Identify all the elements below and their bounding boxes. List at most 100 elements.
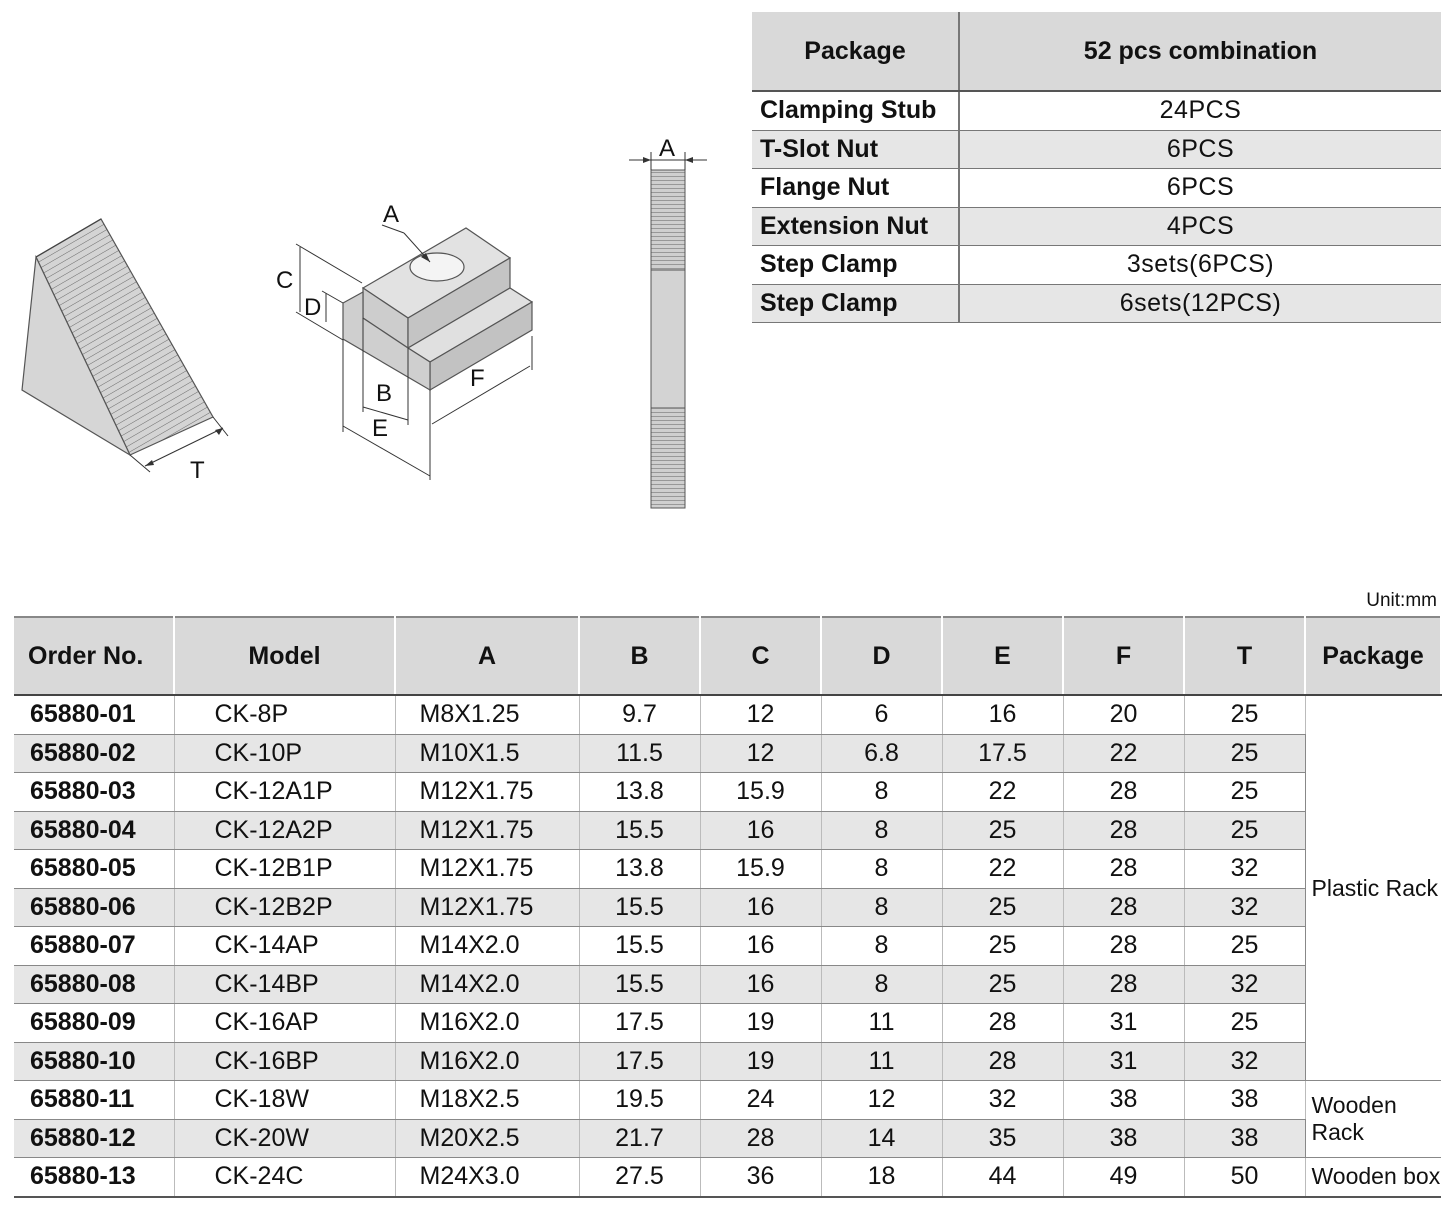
spec-cell-dim-b: 27.5: [579, 1157, 701, 1198]
package-row: T-Slot Nut 6PCS: [752, 130, 1441, 169]
spec-cell-dim-c: 28: [700, 1119, 822, 1158]
spec-cell-dim-f: 49: [1063, 1157, 1185, 1198]
spec-cell-dim-d: 12: [821, 1080, 943, 1120]
spec-cell-dim-t: 32: [1184, 1042, 1306, 1081]
tnut-dim-b: B: [376, 380, 392, 407]
spec-header-order-no: Order No.: [14, 616, 175, 696]
spec-cell-thread-a: M20X2.5: [395, 1119, 580, 1158]
spec-cell-thread-a: M12X1.75: [395, 811, 580, 850]
package-item: Flange Nut: [752, 168, 960, 208]
spec-cell-dim-c: 24: [700, 1080, 822, 1120]
spec-cell-dim-t: 32: [1184, 849, 1306, 889]
spec-cell-dim-b: 17.5: [579, 1042, 701, 1081]
tnut-dim-a: A: [383, 201, 399, 228]
drawings-svg: T A C D: [21, 135, 707, 509]
package-header-combination: 52 pcs combination: [959, 12, 1441, 92]
spec-cell-dim-f: 31: [1063, 1003, 1185, 1043]
spec-cell-dim-d: 8: [821, 772, 943, 812]
spec-header-f: F: [1063, 616, 1185, 696]
package-item: Clamping Stub: [752, 91, 960, 131]
spec-cell-dim-b: 13.8: [579, 849, 701, 889]
package-qty: 3sets(6PCS): [959, 245, 1441, 285]
spec-cell-dim-b: 15.5: [579, 965, 701, 1004]
spec-cell-thread-a: M18X2.5: [395, 1080, 580, 1120]
spec-cell-dim-d: 6: [821, 695, 943, 735]
spec-cell-dim-d: 8: [821, 888, 943, 927]
spec-cell-package-wooden-rack: Wooden Rack: [1304, 1080, 1441, 1158]
package-qty: 6PCS: [959, 130, 1441, 169]
spec-cell-model: CK-12B1P: [174, 849, 396, 889]
spec-cell-dim-c: 12: [700, 734, 822, 773]
package-item: Step Clamp: [752, 245, 960, 285]
spec-header-c: C: [700, 616, 822, 696]
spec-cell-dim-b: 9.7: [579, 695, 701, 735]
tnut-dim-f: F: [470, 365, 485, 392]
spec-cell-dim-d: 14: [821, 1119, 943, 1158]
spec-cell-order-no: 65880-04: [14, 811, 175, 850]
spec-cell-dim-b: 19.5: [579, 1080, 701, 1120]
spec-cell-dim-c: 15.9: [700, 849, 822, 889]
package-row: Flange Nut 6PCS: [752, 168, 1441, 208]
package-table-header: Package 52 pcs combination: [752, 12, 1441, 92]
spec-cell-dim-f: 28: [1063, 849, 1185, 889]
spec-cell-dim-b: 13.8: [579, 772, 701, 812]
spec-cell-dim-t: 38: [1184, 1080, 1306, 1120]
spec-cell-dim-d: 8: [821, 849, 943, 889]
spec-cell-thread-a: M12X1.75: [395, 849, 580, 889]
spec-cell-dim-c: 12: [700, 695, 822, 735]
spec-header-e: E: [942, 616, 1064, 696]
spec-cell-model: CK-16AP: [174, 1003, 396, 1043]
wedge-dim-t: T: [190, 457, 205, 484]
spec-cell-dim-d: 8: [821, 965, 943, 1004]
spec-cell-dim-f: 20: [1063, 695, 1185, 735]
package-row: Step Clamp 6sets(12PCS): [752, 284, 1441, 323]
stud-drawing: A: [629, 135, 707, 509]
spec-cell-dim-b: 17.5: [579, 1003, 701, 1043]
spec-cell-dim-e: 28: [942, 1042, 1064, 1081]
spec-cell-order-no: 65880-08: [14, 965, 175, 1004]
spec-header-a: A: [395, 616, 580, 696]
spec-cell-dim-f: 28: [1063, 888, 1185, 927]
spec-cell-dim-f: 28: [1063, 926, 1185, 966]
tnut-dim-d: D: [304, 294, 321, 321]
spec-cell-dim-f: 22: [1063, 734, 1185, 773]
package-item: T-Slot Nut: [752, 130, 960, 169]
tnut-dim-c: C: [276, 267, 293, 294]
spec-cell-dim-b: 21.7: [579, 1119, 701, 1158]
spec-cell-dim-d: 8: [821, 926, 943, 966]
spec-cell-dim-d: 18: [821, 1157, 943, 1198]
spec-cell-dim-e: 25: [942, 888, 1064, 927]
spec-header-b: B: [579, 616, 701, 696]
spec-header-t: T: [1184, 616, 1306, 696]
spec-cell-dim-t: 50: [1184, 1157, 1306, 1198]
spec-cell-thread-a: M8X1.25: [395, 695, 580, 735]
spec-cell-model: CK-14BP: [174, 965, 396, 1004]
package-item: Step Clamp: [752, 284, 960, 323]
spec-cell-dim-t: 25: [1184, 811, 1306, 850]
spec-header-package: Package: [1305, 616, 1442, 696]
package-qty: 6PCS: [959, 168, 1441, 208]
spec-cell-order-no: 65880-07: [14, 926, 175, 966]
spec-cell-dim-f: 28: [1063, 772, 1185, 812]
spec-cell-order-no: 65880-11: [14, 1080, 175, 1120]
spec-cell-thread-a: M12X1.75: [395, 772, 580, 812]
spec-cell-order-no: 65880-13: [14, 1157, 175, 1198]
spec-cell-order-no: 65880-10: [14, 1042, 175, 1081]
spec-cell-package-wooden-box: Wooden box: [1304, 1157, 1441, 1198]
spec-cell-thread-a: M16X2.0: [395, 1042, 580, 1081]
package-row: Clamping Stub 24PCS: [752, 91, 1441, 131]
spec-cell-model: CK-16BP: [174, 1042, 396, 1081]
spec-cell-dim-c: 19: [700, 1042, 822, 1081]
spec-cell-dim-d: 11: [821, 1003, 943, 1043]
spec-cell-dim-c: 15.9: [700, 772, 822, 812]
spec-cell-dim-c: 36: [700, 1157, 822, 1198]
